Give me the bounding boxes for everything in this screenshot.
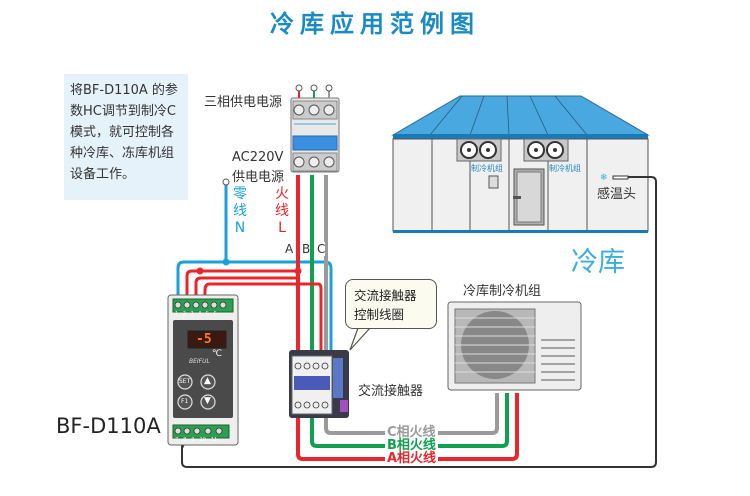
f1-button-label: F1 (181, 398, 189, 405)
diagram-title: 冷库应用范例图 (270, 10, 480, 38)
phase-b-letter: B (302, 242, 311, 256)
control-box (488, 175, 499, 189)
snowflake-icon: ❄ (600, 173, 608, 183)
condensing-unit-label: 冷库制冷机组 (463, 284, 542, 299)
temperature-sensor-icon (612, 175, 629, 180)
coil-wire (203, 282, 323, 352)
cold-room-label: 冷库 (571, 247, 625, 278)
sensor-label: 感温头 (597, 187, 637, 202)
controller-display (187, 330, 227, 349)
phase-a-letter: A (285, 242, 294, 256)
roof-eave (393, 134, 648, 139)
brand-label: BEIFUL (189, 358, 210, 365)
top-terminal-numbers: 1 2 3 4 5 6 (175, 311, 217, 317)
bottom-terminal-numbers: 7 8 9 10 11 (175, 437, 218, 443)
coil-callout: 交流接触器 控制线圈 (345, 279, 437, 329)
display-value: -5 (196, 332, 212, 347)
sensor-cable (181, 176, 657, 468)
neutral-label: 零 线 N (233, 186, 247, 236)
instruction-note: 将BF-D110A 的参数HC调节到制冷C模式，就可控制各种冷库、冻库机组设备工… (64, 74, 188, 200)
live-label: 火 线 L (275, 186, 289, 236)
controller-model-label: BF-D110A (56, 414, 161, 438)
cold-room-roof (391, 95, 650, 136)
down-arrow-icon: ▼ (204, 396, 211, 406)
b-phase-wire-label: B相火线 (385, 438, 438, 453)
c-phase-wire-label: C相火线 (385, 425, 438, 440)
display-unit: ℃ (212, 349, 223, 359)
up-arrow-icon: ▲ (204, 376, 211, 386)
callout-pointer (349, 327, 372, 351)
three-phase-power-label: 三相供电电源 (204, 95, 283, 110)
up-button (200, 374, 216, 390)
ac-power-label: 供电电源 (232, 170, 285, 185)
live-wire-to-controller (185, 269, 298, 300)
neutral-wire-loop (176, 260, 333, 352)
set-button (177, 374, 193, 390)
phase-c-letter: C (317, 242, 326, 256)
cold-room: ❄ (391, 95, 650, 233)
refrigeration-unit-label-2: 制冷机组 (549, 164, 581, 173)
down-button (200, 394, 216, 410)
circuit-breaker (290, 84, 340, 173)
door-handle (513, 196, 521, 199)
controller-device (167, 294, 239, 446)
contactor-label: 交流接触器 (358, 384, 424, 399)
refrigeration-unit-label-1: 制冷机组 (471, 164, 503, 173)
f1-button (177, 394, 193, 410)
ac-contactor (289, 350, 349, 418)
set-button-label: SET (179, 378, 191, 385)
a-phase-wire-label: A相火线 (385, 451, 439, 466)
ac220v-label: AC220V (232, 150, 284, 165)
condensing-unit (447, 301, 582, 391)
